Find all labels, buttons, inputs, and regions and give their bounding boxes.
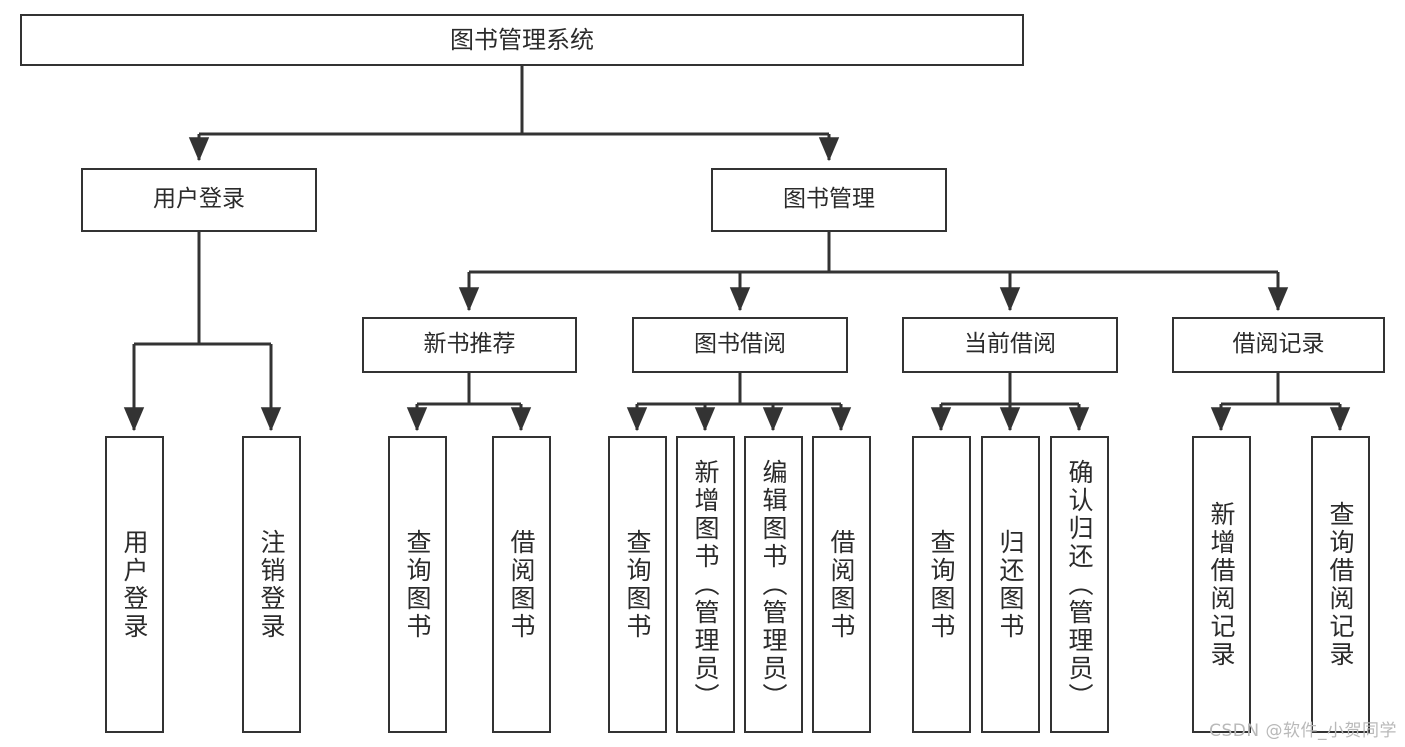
node-label: 用户登录 <box>120 528 149 641</box>
node-label: 编辑图书（管理员） <box>759 458 788 711</box>
node-label: 借阅图书 <box>827 528 856 641</box>
leaf-query-book-new[interactable]: 查询图书 <box>388 436 447 733</box>
node-label: 注销登录 <box>257 528 286 641</box>
leaf-query-book-borrow[interactable]: 查询图书 <box>608 436 667 733</box>
node-label: 新书推荐 <box>423 331 516 358</box>
leaf-add-borrow-record[interactable]: 新增借阅记录 <box>1192 436 1251 733</box>
node-current-borrowing[interactable]: 当前借阅 <box>902 317 1118 373</box>
node-book-management[interactable]: 图书管理 <box>711 168 947 232</box>
leaf-logout[interactable]: 注销登录 <box>242 436 301 733</box>
node-label: 查询图书 <box>403 528 432 641</box>
node-label: 图书管理 <box>783 186 875 213</box>
node-label: 确认归还（管理员） <box>1065 458 1094 711</box>
node-label: 当前借阅 <box>964 331 1056 358</box>
node-borrowing-records[interactable]: 借阅记录 <box>1172 317 1385 373</box>
csdn-watermark: CSDN @软件_小贺同学 <box>1209 721 1397 741</box>
node-new-book-recommendation[interactable]: 新书推荐 <box>362 317 577 373</box>
leaf-return-book[interactable]: 归还图书 <box>981 436 1040 733</box>
node-label: 借阅记录 <box>1232 331 1325 358</box>
leaf-confirm-return-admin[interactable]: 确认归还（管理员） <box>1050 436 1109 733</box>
leaf-user-login[interactable]: 用户登录 <box>105 436 164 733</box>
node-root-book-management-system[interactable]: 图书管理系统 <box>20 14 1024 66</box>
leaf-add-book-admin[interactable]: 新增图书（管理员） <box>676 436 735 733</box>
node-label: 查询图书 <box>927 528 956 641</box>
node-label: 借阅图书 <box>507 528 536 641</box>
node-label: 归还图书 <box>996 528 1025 641</box>
node-user-login[interactable]: 用户登录 <box>81 168 317 232</box>
leaf-borrow-book-new[interactable]: 借阅图书 <box>492 436 551 733</box>
node-label: 图书借阅 <box>694 331 786 358</box>
node-label: 新增图书（管理员） <box>691 458 720 711</box>
node-label: 新增借阅记录 <box>1207 500 1236 669</box>
node-label: 图书管理系统 <box>450 25 594 54</box>
leaf-edit-book-admin[interactable]: 编辑图书（管理员） <box>744 436 803 733</box>
node-label: 查询借阅记录 <box>1326 500 1355 669</box>
leaf-query-book-current[interactable]: 查询图书 <box>912 436 971 733</box>
node-label: 用户登录 <box>153 186 245 213</box>
node-label: 查询图书 <box>623 528 652 641</box>
leaf-borrow-book[interactable]: 借阅图书 <box>812 436 871 733</box>
node-book-borrowing[interactable]: 图书借阅 <box>632 317 848 373</box>
leaf-query-borrow-record[interactable]: 查询借阅记录 <box>1311 436 1370 733</box>
